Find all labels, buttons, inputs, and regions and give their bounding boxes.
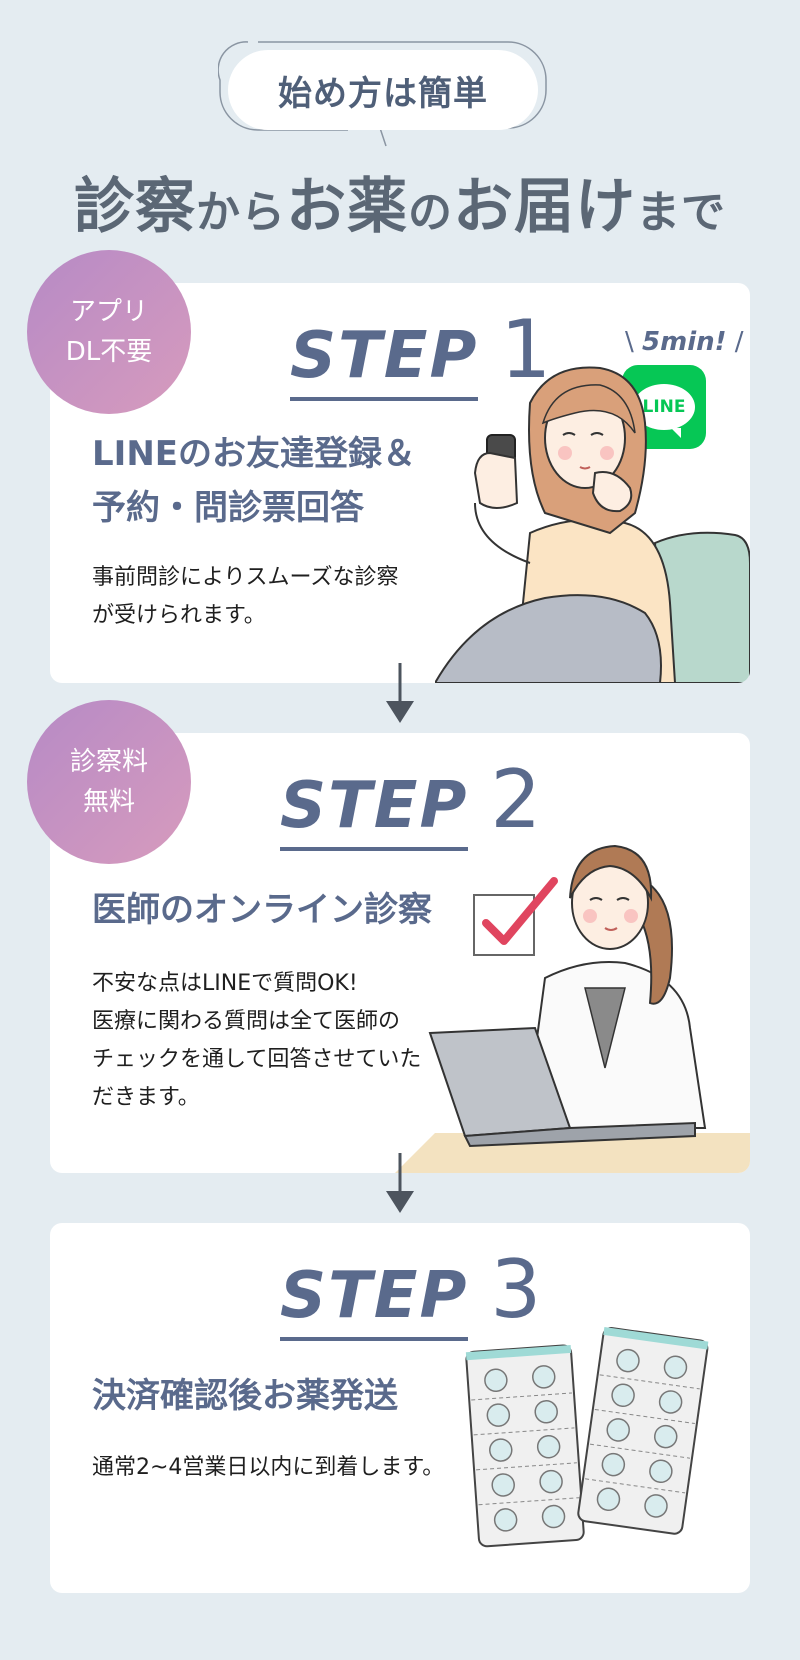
step-title: LINEのお友達登録＆ 予約・問診票回答 [92,427,416,535]
step-number: 2 [490,753,544,846]
step-description: 通常2~4営業日以内に到着します。 [92,1449,444,1487]
badge-line: DL不要 [65,337,153,367]
step-card-3: STEP 3 決済確認後お薬発送 通常2~4営業日以内に到着します。 [50,1223,750,1593]
desc-line: 通常2~4営業日以内に到着します。 [92,1455,445,1480]
line-logo: LINE [633,384,695,438]
page-headline: 診察からお薬のお届けまで [0,158,800,245]
duration-label: \ 5min! / [625,327,744,357]
headline-part: まで [636,187,726,238]
step-label: STEP [280,1259,469,1341]
desc-line: 事前問診によりスムーズな診察 [92,565,399,590]
desc-line: が受けられます。 [92,603,266,628]
header-section: 始め方は簡単 診察からお薬のお届けまで [0,0,800,260]
medicine-blister-pack-illustration [465,1327,709,1548]
headline-part: お届け [453,172,636,242]
step-heading: STEP 1 [290,303,553,401]
intro-pill: 始め方は簡単 [228,50,538,130]
title-line: 決済確認後お薬発送 [92,1376,398,1416]
step-label: STEP [280,769,469,851]
desc-line: だきます。 [92,1085,200,1110]
doctor-with-laptop-illustration [395,844,750,1173]
title-line: 予約・問診票回答 [92,488,364,528]
step-number: 1 [500,303,554,396]
step-heading: STEP 3 [280,1243,543,1341]
step-heading: STEP 2 [280,753,543,851]
headline-part: 診察 [74,172,196,242]
title-line: LINEのお友達登録＆ [92,434,416,474]
duration-text: 5min! [642,327,727,357]
desc-line: チェックを通して回答させていた [92,1047,422,1072]
badge-app-dl-free: アプリ DL不要 [27,250,191,414]
headline-part: から [196,187,286,238]
headline-part: の [408,187,453,238]
step-label: STEP [290,319,479,401]
desc-line: 不安な点はLINEで質問OK! [92,971,358,996]
down-arrow-icon [386,1153,414,1213]
badge-line: 無料 [82,787,135,817]
step-title: 決済確認後お薬発送 [92,1369,398,1423]
headline-part: お薬 [286,172,408,242]
step-number: 3 [490,1243,544,1336]
badge-consult-free: 診察料 無料 [27,700,191,864]
badge-line: アプリ [69,297,148,327]
badge-line: 診察料 [69,747,148,777]
down-arrow-icon [386,663,414,723]
step-description: 不安な点はLINEで質問OK! 医療に関わる質問は全て医師の チェックを通して回… [92,965,421,1117]
checkmark-icon [473,877,558,956]
woman-with-phone-illustration [435,366,750,683]
step-description: 事前問診によりスムーズな診察 が受けられます。 [92,559,398,635]
desc-line: 医療に関わる質問は全て医師の [92,1009,401,1034]
title-line: 医師のオンライン診察 [92,890,432,930]
step-title: 医師のオンライン診察 [92,883,432,937]
